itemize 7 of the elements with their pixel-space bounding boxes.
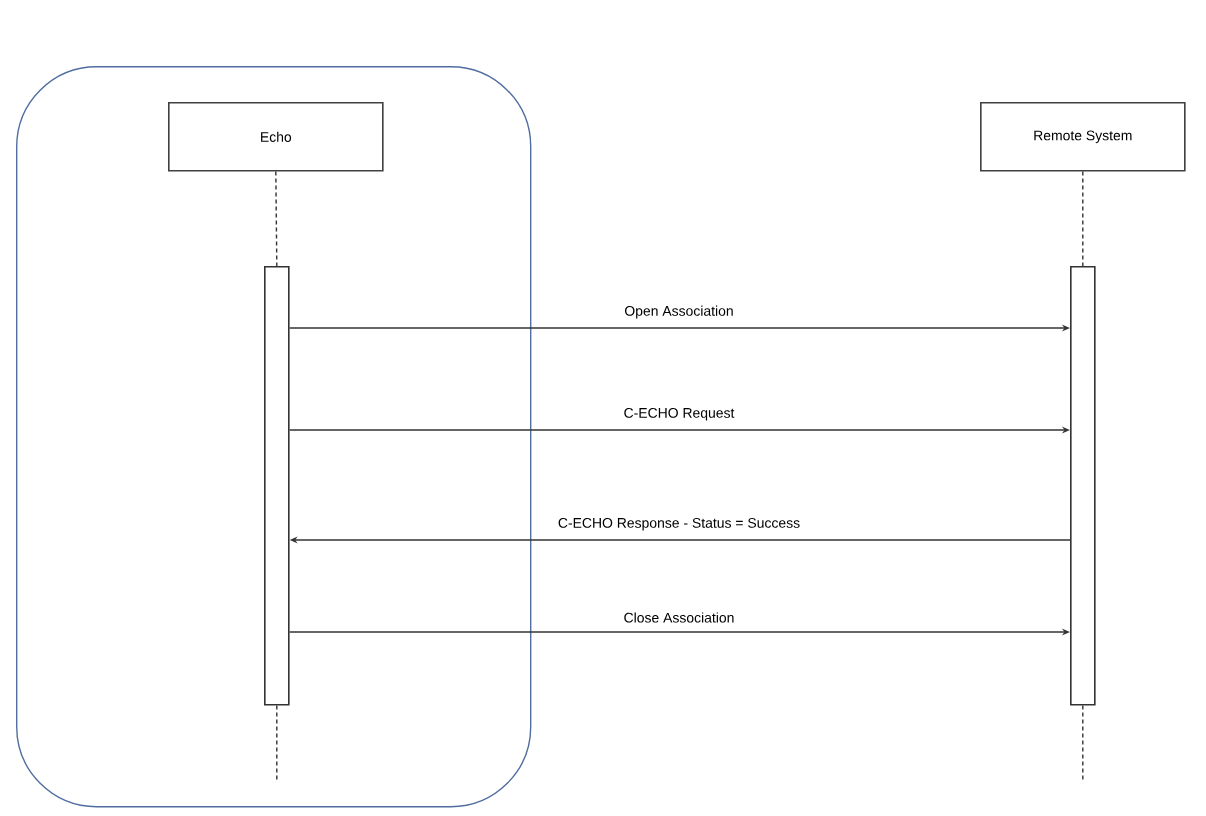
activation-bar xyxy=(264,266,290,706)
lifeline xyxy=(1082,704,1084,783)
activation-bar xyxy=(1070,266,1096,706)
system-boundary xyxy=(16,66,532,808)
lifeline xyxy=(276,704,278,783)
lifeline xyxy=(1082,170,1084,267)
lifeline xyxy=(275,170,278,267)
